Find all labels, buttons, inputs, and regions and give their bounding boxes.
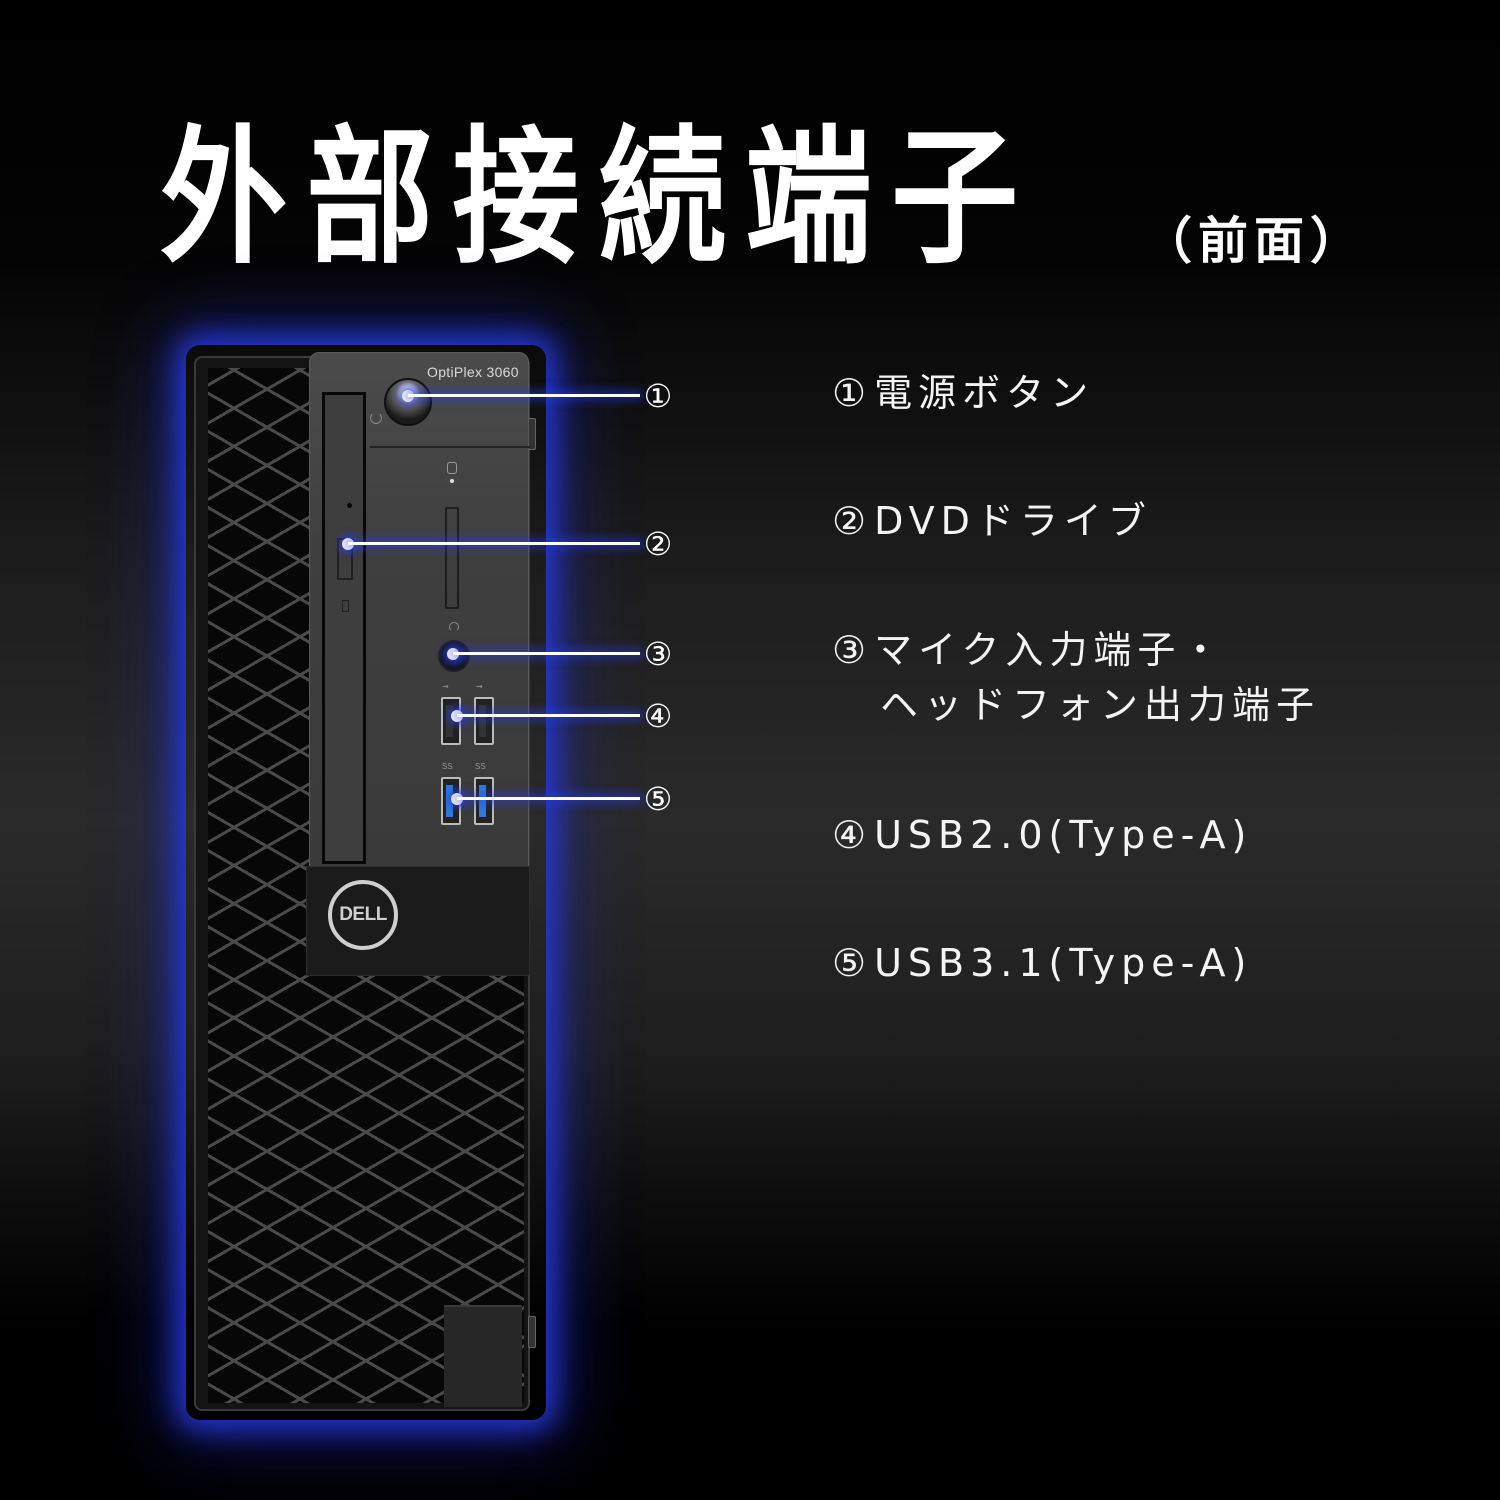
panel-divider [370,446,530,448]
legend-label-line2: ヘッドフォン出力端子 [880,683,1321,728]
legend-number: ① [832,371,867,415]
power-symbol-icon [370,412,382,424]
usb-icon: ⇝ [442,682,449,691]
callout-number: ① [643,377,673,415]
side-latch-bottom [528,1316,536,1348]
legend-number: ④ [832,813,867,857]
callout-number: ⑤ [643,780,673,818]
card-reader-slot [445,507,459,609]
callout-line [408,394,640,397]
legend-number: ③ [832,628,867,672]
model-label: OptiPlex 3060 [427,364,519,380]
callout-line [348,542,640,545]
legend-number: ⑤ [832,941,867,985]
page-title: 外部接続端子 （前面） [160,112,1366,272]
dell-logo: DELL [328,880,398,950]
legend-label: マイク入力端子・ [874,628,1226,672]
usb3-port [474,777,494,825]
title-subtitle: （前面） [1142,212,1366,270]
legend-label: USB3.1(Type-A) [874,941,1253,985]
power-button [384,378,432,426]
legend-number: ② [832,499,867,543]
usb-ss-icon: SS [442,762,453,771]
callout-line [457,797,640,800]
callout-number: ② [643,525,673,563]
callout-number: ③ [643,635,673,673]
headphone-icon [449,622,459,632]
title-main: 外部接続端子 [160,112,1038,284]
usb-ss-icon: SS [475,762,486,771]
legend-label: DVDドライブ [874,499,1152,543]
callout-line [453,652,640,655]
hdd-activity-icon [447,462,457,474]
hdd-led [450,479,454,483]
legend-label: USB2.0(Type-A) [874,813,1253,857]
usb-icon: ⇝ [476,682,483,691]
dvd-activity-led [342,600,349,612]
dvd-emergency-eject-hole [347,503,352,508]
callout-line [457,714,640,717]
psu-cover [444,1305,522,1407]
usb2-port [474,697,494,745]
callout-number: ④ [643,697,673,735]
dvd-drive [322,392,366,864]
legend-label: 電源ボタン [874,371,1095,415]
